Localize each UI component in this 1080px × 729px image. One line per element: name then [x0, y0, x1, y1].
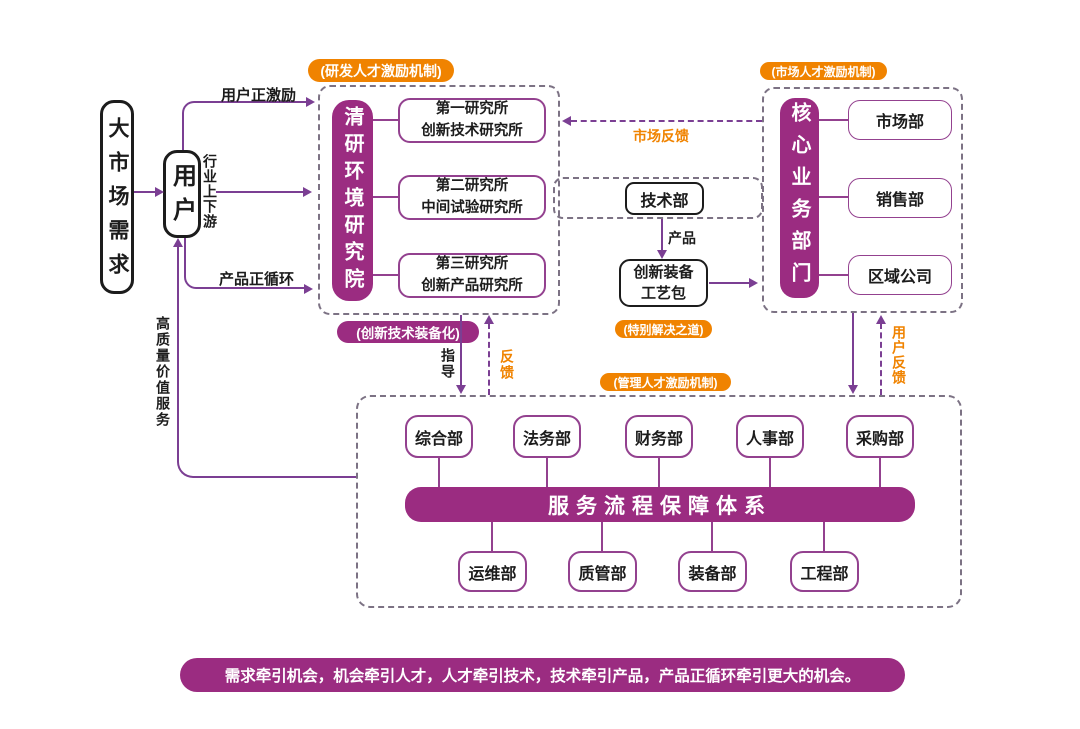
- hr-connector: [769, 458, 771, 487]
- footer-slogan-banner: 需求牵引机会，机会牵引人才，人才牵引技术，技术牵引产品，产品正循环牵引更大的机会…: [180, 658, 905, 692]
- finance-dept-box: 财务部: [625, 415, 693, 458]
- general-connector: [438, 458, 440, 487]
- general-dept-box: 综合部: [405, 415, 473, 458]
- research-dashed-container: [318, 85, 560, 315]
- engineering-dept-box: 工程部: [790, 551, 859, 592]
- user-feedback-arrowhead: [876, 315, 886, 324]
- core-to-sales-connector: [819, 196, 848, 198]
- institute-1-box: 第一研究所 创新技术研究所: [398, 98, 546, 143]
- core-to-institute2-connector: [373, 196, 398, 198]
- sales-dept-box: 销售部: [848, 178, 952, 218]
- equipment-dept-box: 装备部: [678, 551, 747, 592]
- quality-service-line: [177, 243, 356, 478]
- quality-service-arrowhead: [173, 238, 183, 247]
- research-incentive-tag: (研发人才激励机制): [308, 59, 454, 82]
- market-feedback-line: [571, 120, 762, 122]
- market-feedback-label: 市场反馈: [633, 128, 689, 144]
- tech-dept-box: 技术部: [625, 182, 704, 215]
- regional-company-box: 区域公司: [848, 255, 952, 295]
- institute-2-box: 第二研究所 中间试验研究所: [398, 175, 546, 220]
- institute-2-line2: 中间试验研究所: [421, 199, 523, 216]
- tech-equipment-tag: (创新技术装备化): [337, 321, 479, 343]
- package-to-market-arrowhead: [749, 278, 758, 288]
- industry-arrowhead: [303, 187, 312, 197]
- institute-1-line1: 第一研究所: [435, 101, 509, 118]
- market-feedback-arrowhead: [562, 116, 571, 126]
- core-to-regional-connector: [819, 274, 848, 276]
- product-label: 产品: [668, 230, 696, 246]
- feedback-line: [488, 323, 490, 395]
- tech-to-package-arrowhead: [657, 250, 667, 259]
- market-dashed-container: [762, 87, 963, 313]
- market-to-management-line: [852, 313, 854, 387]
- innovation-package-box: 创新装备 工艺包: [619, 259, 708, 307]
- user-positive-arrowhead: [306, 97, 315, 107]
- feedback-label: 反馈: [499, 349, 515, 381]
- finance-connector: [658, 458, 660, 487]
- legal-connector: [546, 458, 548, 487]
- innovation-package-line1: 创新装备: [633, 264, 694, 281]
- user-positive-label: 用户正激励: [221, 87, 297, 104]
- management-dashed-container: [356, 395, 962, 608]
- core-to-institute3-connector: [373, 274, 398, 276]
- hr-dept-box: 人事部: [736, 415, 804, 458]
- product-cycle-label: 产品正循环: [219, 271, 295, 288]
- market-incentive-tag: (市场人才激励机制): [760, 62, 887, 80]
- demand-to-user-line: [134, 191, 157, 193]
- user-positive-line: [182, 101, 308, 150]
- innovation-package-line2: 工艺包: [640, 285, 686, 302]
- quality-service-label: 高质量价值服务: [155, 316, 171, 428]
- market-demand-box: 大市场需求: [100, 100, 134, 294]
- core-business-box: 核心业务部门: [780, 98, 819, 298]
- guide-arrowhead: [456, 385, 466, 394]
- special-solution-tag: (特别解决之道): [615, 320, 712, 338]
- user-feedback-label: 用户反馈: [891, 325, 907, 385]
- market-to-management-arrowhead: [848, 385, 858, 394]
- demand-to-user-arrowhead: [155, 187, 164, 197]
- core-to-marketing-connector: [819, 119, 848, 121]
- tech-to-package-line: [661, 219, 663, 253]
- procurement-connector: [879, 458, 881, 487]
- institute-3-box: 第三研究所 创新产品研究所: [398, 253, 546, 298]
- service-process-banner: 服务流程保障体系: [405, 487, 915, 522]
- guide-line: [460, 315, 462, 387]
- user-box: 用户: [163, 150, 201, 238]
- equipment-connector: [711, 522, 713, 551]
- industry-line: [216, 191, 305, 193]
- procurement-dept-box: 采购部: [846, 415, 914, 458]
- marketing-dept-box: 市场部: [848, 100, 952, 140]
- user-feedback-line: [880, 323, 882, 395]
- core-to-institute1-connector: [373, 119, 398, 121]
- guide-label: 指导: [440, 348, 456, 380]
- institute-3-line2: 创新产品研究所: [421, 277, 523, 294]
- legal-dept-box: 法务部: [513, 415, 581, 458]
- quality-connector: [601, 522, 603, 551]
- institute-3-line1: 第三研究所: [435, 256, 509, 273]
- ops-connector: [491, 522, 493, 551]
- package-to-market-line: [709, 282, 751, 284]
- institute-2-line1: 第二研究所: [435, 178, 509, 195]
- institute-1-line2: 创新技术研究所: [421, 122, 523, 139]
- management-incentive-tag: (管理人才激励机制): [600, 373, 731, 391]
- feedback-arrowhead: [484, 315, 494, 324]
- industry-label: 行业上下游: [202, 154, 218, 229]
- ops-dept-box: 运维部: [458, 551, 527, 592]
- engineering-connector: [823, 522, 825, 551]
- product-cycle-arrowhead: [304, 284, 313, 294]
- quality-dept-box: 质管部: [568, 551, 637, 592]
- research-institute-core-box: 清研环境研究院: [332, 100, 373, 301]
- product-cycle-line: [184, 238, 306, 289]
